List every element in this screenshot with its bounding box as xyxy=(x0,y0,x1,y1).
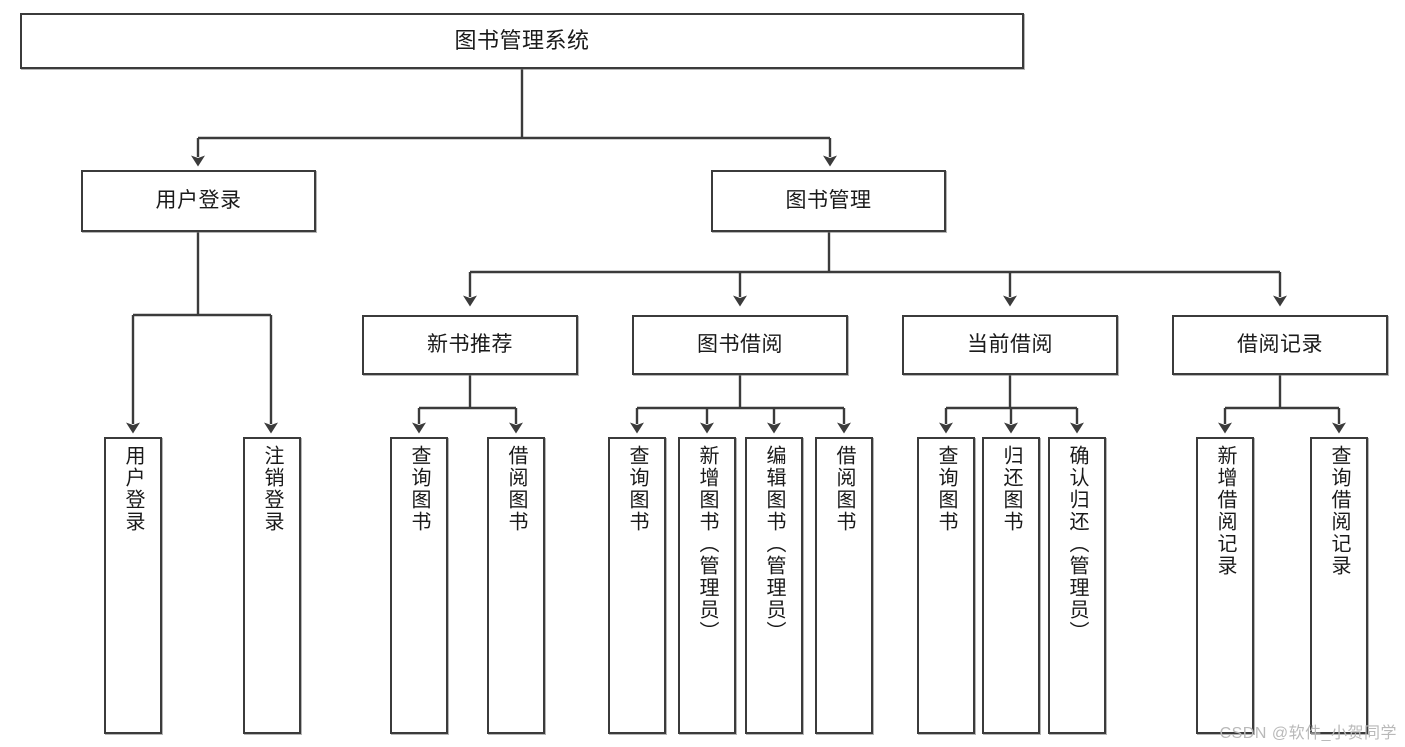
node-user-login[interactable]: 用户登录 xyxy=(81,170,316,232)
leaf-query-book-new-rec[interactable]: 查询图书 xyxy=(390,437,448,734)
node-label: 借阅图书 xyxy=(833,445,855,533)
node-borrow-record[interactable]: 借阅记录 xyxy=(1172,315,1388,375)
node-label: 图书管理 xyxy=(785,188,872,212)
leaf-query-book-current[interactable]: 查询图书 xyxy=(917,437,975,734)
node-label: 借阅记录 xyxy=(1237,332,1323,356)
node-label: 当前借阅 xyxy=(967,332,1053,356)
node-label: 编辑图书（管理员） xyxy=(763,445,785,643)
node-book-management[interactable]: 图书管理 xyxy=(711,170,946,232)
leaf-query-borrow-record[interactable]: 查询借阅记录 xyxy=(1310,437,1368,734)
node-label: 注销登录 xyxy=(261,445,283,533)
node-label: 查询图书 xyxy=(935,445,957,533)
node-current-borrow[interactable]: 当前借阅 xyxy=(902,315,1118,375)
leaf-query-book-borrow[interactable]: 查询图书 xyxy=(608,437,666,734)
leaf-confirm-return-admin[interactable]: 确认归还（管理员） xyxy=(1048,437,1106,734)
leaf-logout[interactable]: 注销登录 xyxy=(243,437,301,734)
node-root-book-management-system[interactable]: 图书管理系统 xyxy=(20,13,1024,69)
node-label: 归还图书 xyxy=(1000,445,1022,533)
node-new-book-recommendation[interactable]: 新书推荐 xyxy=(362,315,578,375)
node-label: 查询图书 xyxy=(408,445,430,533)
leaf-user-login[interactable]: 用户登录 xyxy=(104,437,162,734)
leaf-add-book-admin[interactable]: 新增图书（管理员） xyxy=(678,437,736,734)
node-label: 查询图书 xyxy=(626,445,648,533)
node-label: 图书借阅 xyxy=(697,332,783,356)
leaf-borrow-book-new-rec[interactable]: 借阅图书 xyxy=(487,437,545,734)
leaf-borrow-book[interactable]: 借阅图书 xyxy=(815,437,873,734)
leaf-edit-book-admin[interactable]: 编辑图书（管理员） xyxy=(745,437,803,734)
node-label: 用户登录 xyxy=(155,188,242,212)
node-label: 确认归还（管理员） xyxy=(1066,445,1088,643)
leaf-return-book[interactable]: 归还图书 xyxy=(982,437,1040,734)
node-label: 新增借阅记录 xyxy=(1214,445,1236,577)
leaf-add-borrow-record[interactable]: 新增借阅记录 xyxy=(1196,437,1254,734)
node-label: 查询借阅记录 xyxy=(1328,445,1350,577)
node-label: 新增图书（管理员） xyxy=(696,445,718,643)
node-label: 新书推荐 xyxy=(427,332,513,356)
node-label: 图书管理系统 xyxy=(454,28,590,54)
node-label: 用户登录 xyxy=(122,445,144,533)
node-label: 借阅图书 xyxy=(505,445,527,533)
watermark-csdn: CSDN @软件_小贺同学 xyxy=(1219,725,1397,742)
node-book-borrow[interactable]: 图书借阅 xyxy=(632,315,848,375)
